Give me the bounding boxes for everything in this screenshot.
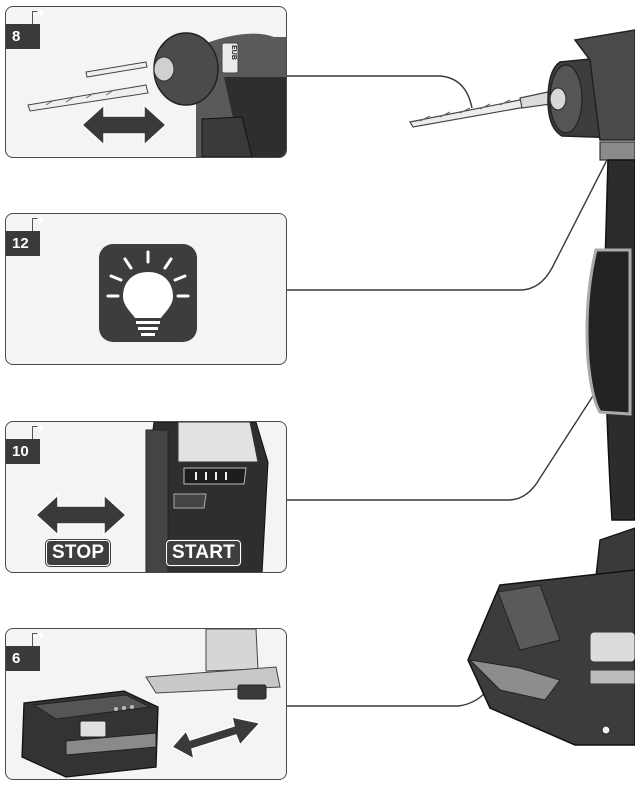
callout-line-switch: [287, 384, 601, 501]
callout-line-battery: [287, 684, 493, 707]
panel-direction-switch: 10 STOP START: [5, 421, 287, 573]
double-arrow-icon: [170, 716, 262, 761]
chuck-illustration: [27, 32, 286, 157]
panel-number-badge: 10: [6, 439, 40, 464]
start-label: START: [166, 540, 241, 566]
drill-base-battery: [467, 527, 635, 746]
chuck-mark: EUB: [229, 45, 237, 60]
panel-corner: [32, 11, 43, 24]
panel-work-light: 12: [5, 213, 287, 365]
double-arrow-icon: [80, 103, 168, 147]
switch-illustration: [145, 422, 269, 572]
panel-corner: [32, 218, 43, 231]
drill-handle: [585, 159, 635, 521]
panel-number-badge: 12: [6, 231, 40, 256]
panel-number-badge: 8: [6, 24, 40, 49]
panel-corner: [32, 633, 43, 646]
battery-illustration: [21, 629, 281, 778]
panel-number-badge: 6: [6, 646, 40, 671]
stop-label: STOP: [46, 540, 111, 566]
panel-battery-pack: 6: [5, 628, 287, 780]
panel-bit-chuck: 8 EUB: [5, 6, 287, 158]
light-bulb-icon: [99, 244, 197, 342]
callout-line-chuck: [287, 75, 473, 109]
double-arrow-icon: [34, 493, 128, 537]
callout-line-light: [287, 157, 609, 291]
panel-corner: [32, 426, 43, 439]
drill-bit: [409, 91, 552, 128]
drill-chuck: [547, 29, 635, 161]
